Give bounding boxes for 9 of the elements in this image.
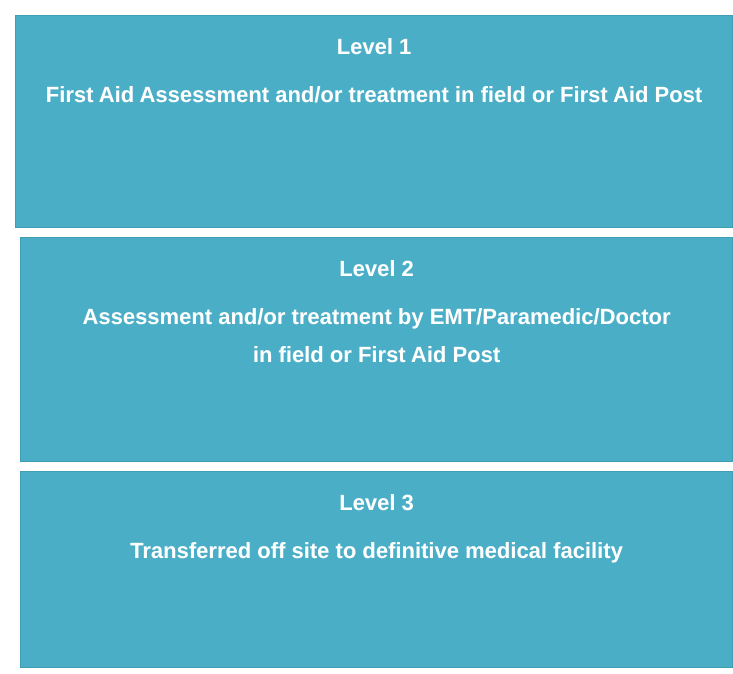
level-heading: Level 2 xyxy=(339,256,414,282)
level-panel xyxy=(20,237,733,462)
level-description: First Aid Assessment and/or treatment in field or First Aid Post xyxy=(44,81,704,109)
level-description: Transferred off site to definitive medical facility xyxy=(129,537,624,565)
level-heading: Level 3 xyxy=(339,490,414,516)
level-panel xyxy=(15,15,733,228)
level-panel xyxy=(20,471,733,668)
level-description: Assessment and/or treatment by EMT/Paramedic/Doctor in field or First Aid Post xyxy=(81,303,672,369)
level-heading: Level 1 xyxy=(336,34,412,60)
